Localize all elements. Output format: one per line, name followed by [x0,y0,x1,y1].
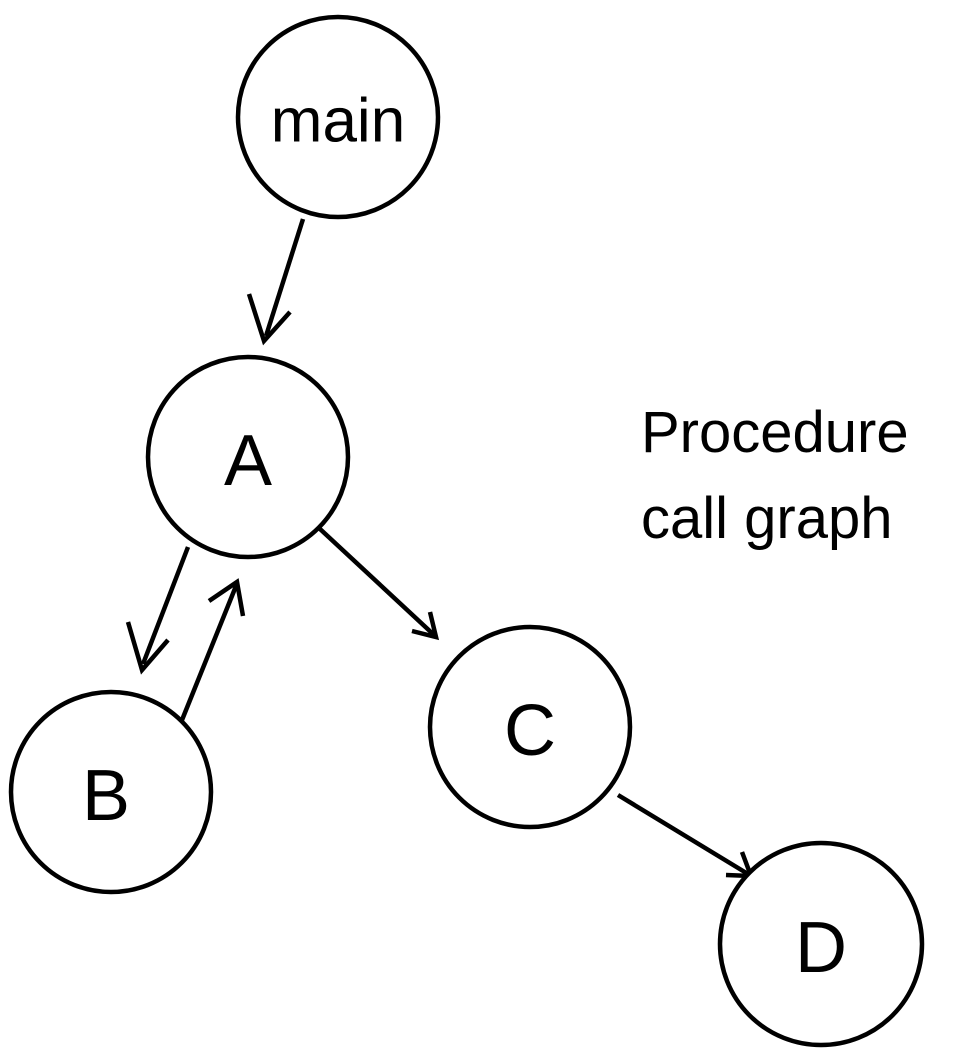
node-c[interactable]: C [427,624,633,830]
edge-a-to-b-arrowhead [125,621,170,675]
caption-line-1: Procedure [641,400,909,465]
node-b-label: B [82,756,130,836]
node-main-circle[interactable] [235,14,441,220]
node-d[interactable]: D [717,840,925,1048]
edge-main-to-a-arrowhead [246,293,292,346]
edge-a-to-b [125,546,191,675]
edge-b-to-a-shaft [179,585,239,721]
edge-c-to-d-shaft [616,793,750,876]
node-c-circle[interactable] [427,624,633,830]
edge-a-to-c-shaft [318,527,435,636]
node-d-label: D [795,908,847,988]
edge-b-to-a [179,578,246,721]
node-c-label: C [504,691,556,771]
node-b[interactable]: B [8,689,214,895]
edge-main-to-a-shaft [263,218,306,337]
node-main-label: main [271,87,405,156]
caption-line-2: call graph [641,486,892,551]
node-a[interactable]: A [145,354,351,560]
edge-c-to-d [616,793,755,879]
diagram-caption: Procedure call graph [641,400,909,551]
node-a-label: A [224,421,272,501]
edge-main-to-a [246,218,306,346]
node-a-circle[interactable] [145,354,351,560]
edge-b-to-a-arrowhead [207,578,246,617]
node-b-circle[interactable] [8,689,214,895]
node-d-circle[interactable] [717,840,925,1048]
edge-a-to-c-arrowhead [411,611,440,641]
node-main[interactable]: main [235,14,441,220]
edge-a-to-b-shaft [140,546,191,665]
edge-a-to-c [318,527,440,641]
